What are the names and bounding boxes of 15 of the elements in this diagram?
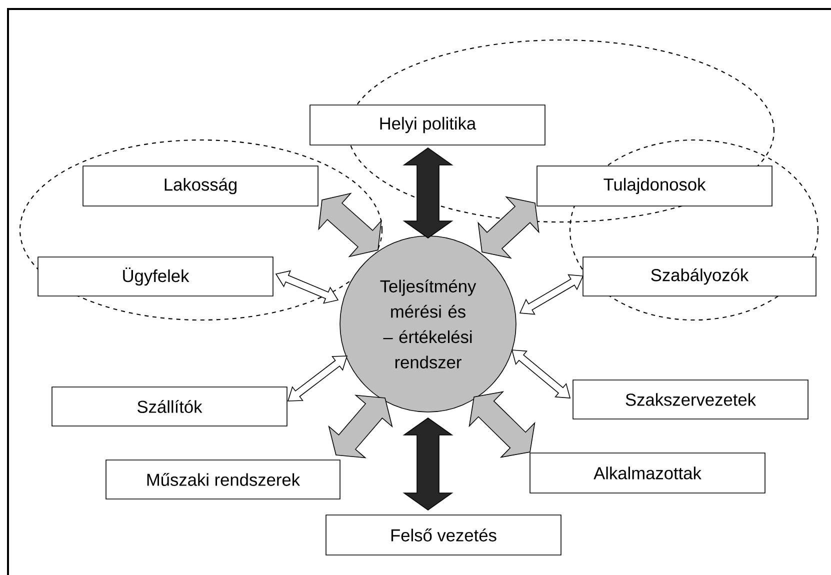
double-arrow xyxy=(478,196,540,259)
label-box: Szakszervezetek xyxy=(572,380,808,420)
label-box: Lakosság xyxy=(82,166,318,206)
label-box: Ügyfelek xyxy=(38,256,274,296)
label-box: Szabályozók xyxy=(582,256,816,296)
label-box: Alkalmazottak xyxy=(530,452,766,494)
double-arrow xyxy=(468,391,536,458)
label-box: Szállítók xyxy=(52,386,288,426)
double-arrow xyxy=(402,148,454,238)
double-arrow xyxy=(328,394,393,458)
label-box: Tulajdonosok xyxy=(536,166,772,206)
label-box: Felső vezetés xyxy=(326,514,562,556)
double-arrow xyxy=(402,418,454,510)
label-box: Műszaki rendszerek xyxy=(106,460,340,500)
label-box: Helyi politika xyxy=(310,104,546,146)
